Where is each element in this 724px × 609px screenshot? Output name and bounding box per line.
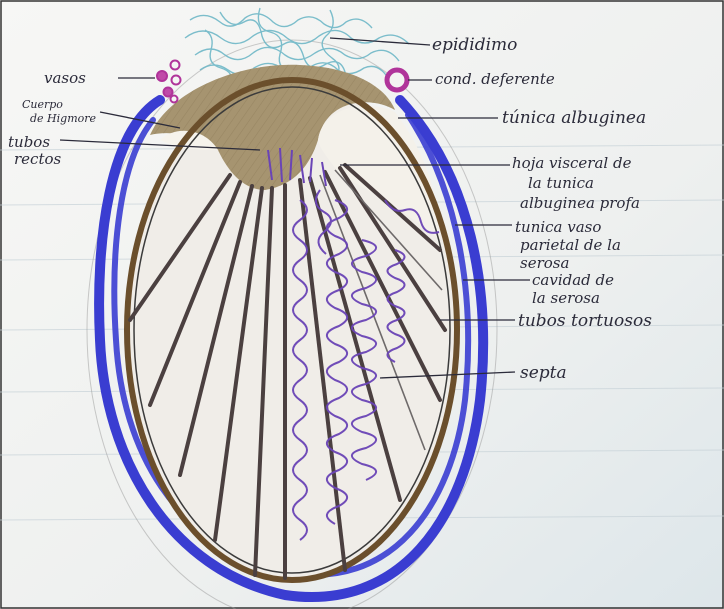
label-tunica-parietal-1: tunica vaso bbox=[515, 218, 601, 236]
label-tunica-albuginea: túnica albuginea bbox=[502, 108, 646, 128]
label-hoja-visceral-2: la tunica bbox=[528, 174, 594, 192]
label-tubos-tortuosos: tubos tortuosos bbox=[518, 311, 652, 331]
label-vasos: vasos bbox=[44, 69, 86, 87]
label-tubos-rectos-1: tubos bbox=[8, 133, 50, 151]
label-tubos-rectos-2: rectos bbox=[14, 150, 62, 168]
label-septa: septa bbox=[520, 363, 567, 383]
label-cond-deferente: cond. deferente bbox=[435, 70, 555, 88]
label-tunica-parietal-2: parietal de la bbox=[520, 236, 621, 254]
label-hoja-visceral-3: albuginea profa bbox=[520, 194, 640, 212]
label-tunica-parietal-3: serosa bbox=[520, 254, 569, 272]
label-cuerpo-highmore-1: Cuerpo bbox=[22, 98, 63, 111]
label-cuerpo-highmore-2: de Higmore bbox=[30, 112, 97, 125]
label-cavidad-1: cavidad de bbox=[532, 271, 614, 289]
label-epididimo: epididimo bbox=[432, 35, 517, 55]
label-hoja-visceral-1: hoja visceral de bbox=[512, 154, 632, 172]
vas-deferens bbox=[387, 70, 407, 90]
label-cavidad-2: la serosa bbox=[532, 289, 600, 307]
